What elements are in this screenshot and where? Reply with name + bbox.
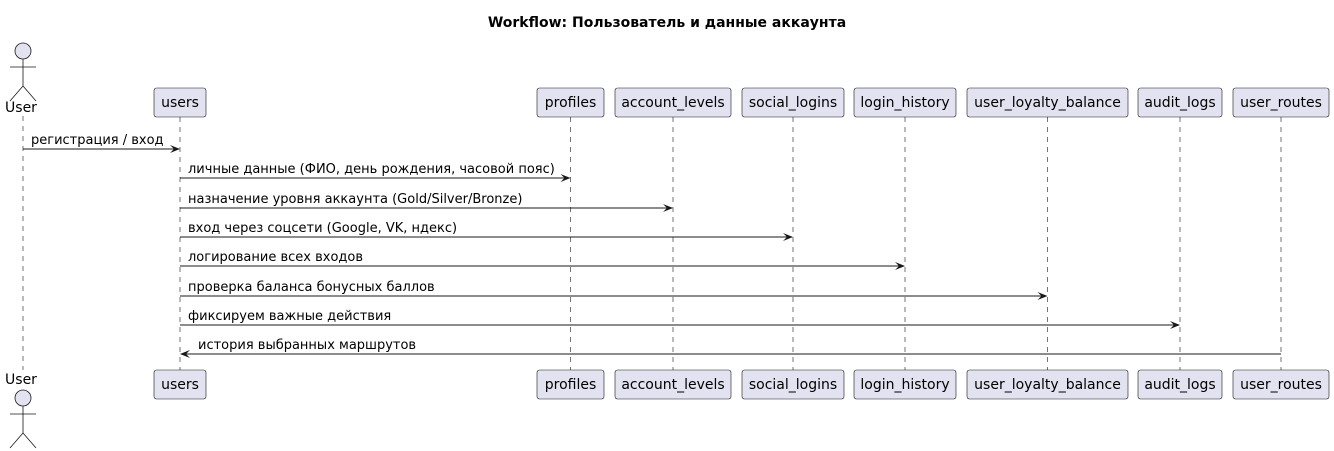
participant-box-top-user_loyalty_balance — [966, 87, 1129, 118]
participants: users users profiles profiles account_levels… — [5, 42, 1330, 449]
message-5: логирование всех входов — [180, 250, 905, 270]
participant-label-top-profiles: profiles — [545, 95, 597, 111]
arrowhead — [895, 262, 905, 270]
participant-label-top-user_routes: user_routes — [1240, 95, 1322, 111]
actor-top-user: User — [5, 42, 37, 116]
participant-label-top-login_history: login_history — [860, 95, 949, 111]
participant-box-top-login_history — [853, 87, 957, 118]
participant-label-bottom-user_routes: user_routes — [1240, 377, 1322, 393]
participant-box-bottom-user_loyalty_balance — [966, 369, 1129, 400]
arrowhead — [180, 350, 190, 358]
message-label: вход через соцсети (Google, VK, ндекс) — [188, 221, 457, 236]
message-label: фиксируем важные действия — [188, 309, 391, 324]
message-2: личные данные (ФИО, день рождения, часов… — [180, 162, 571, 182]
participant-box-top-user_routes — [1232, 87, 1330, 118]
participant-label-bottom-profiles: profiles — [545, 377, 597, 393]
participant-label-bottom-account_levels: account_levels — [621, 377, 724, 393]
participant-label-bottom-audit_logs: audit_logs — [1144, 377, 1215, 393]
actor-body — [9, 406, 37, 449]
arrowhead — [1037, 292, 1048, 300]
participant-box-bottom-account_levels — [614, 369, 732, 400]
actor-head — [14, 389, 32, 407]
participant-box-bottom-social_logins — [741, 369, 845, 400]
messages: регистрация / вход личные данные (ФИО, де… — [23, 133, 1281, 358]
participant-box-bottom-profiles — [536, 369, 605, 400]
actor-bottom-user: User — [5, 372, 37, 449]
message-3: назначение уровня аккаунта (Gold/Silver/… — [180, 192, 673, 212]
participant-box-bottom-login_history — [853, 369, 957, 400]
actor-body — [9, 59, 37, 102]
message-label: проверка баланса бонусных баллов — [188, 280, 435, 295]
message-label: регистрация / вход — [31, 133, 164, 148]
message-label: личные данные (ФИО, день рождения, часов… — [188, 162, 555, 177]
participant-label-top-user_loyalty_balance: user_loyalty_balance — [974, 95, 1121, 111]
actor-label-top: User — [5, 100, 37, 116]
participant-label-top-account_levels: account_levels — [621, 95, 724, 111]
participant-label-bottom-social_logins: social_logins — [749, 377, 837, 393]
message-4: вход через соцсети (Google, VK, ндекс) — [180, 221, 793, 241]
message-label: история выбранных маршрутов — [198, 338, 416, 353]
participant-box-top-account_levels — [614, 87, 732, 118]
participant-box-top-social_logins — [741, 87, 845, 118]
participant-label-top-social_logins: social_logins — [749, 95, 837, 111]
participant-box-bottom-users — [153, 369, 207, 400]
message-label: назначение уровня аккаунта (Gold/Silver/… — [188, 192, 522, 207]
participant-label-top-audit_logs: audit_logs — [1144, 95, 1215, 111]
participant-box-bottom-audit_logs — [1137, 369, 1223, 400]
message-7: фиксируем важные действия — [180, 309, 1180, 329]
message-label: логирование всех входов — [188, 250, 363, 265]
message-8: история выбранных маршрутов — [180, 338, 1281, 358]
message-6: проверка баланса бонусных баллов — [180, 280, 1048, 300]
participant-label-bottom-user_loyalty_balance: user_loyalty_balance — [974, 377, 1121, 393]
actor-label-bottom: User — [5, 372, 37, 388]
arrowhead — [170, 145, 180, 153]
arrowhead — [560, 174, 571, 182]
participant-box-bottom-user_routes — [1232, 369, 1330, 400]
arrowhead — [1170, 321, 1180, 329]
participant-box-top-audit_logs — [1137, 87, 1223, 118]
lifelines — [22, 116, 1282, 370]
actor-head — [14, 42, 32, 60]
participant-box-top-profiles — [536, 87, 605, 118]
arrowhead — [783, 233, 793, 241]
participant-label-bottom-login_history: login_history — [860, 377, 949, 393]
participant-label-bottom-users: users — [161, 377, 199, 393]
participant-label-top-users: users — [161, 95, 199, 111]
diagram-title: Workflow: Пользователь и данные аккаунта — [488, 15, 846, 31]
message-1: регистрация / вход — [23, 133, 180, 153]
participant-box-top-users — [153, 87, 207, 118]
arrowhead — [663, 204, 673, 212]
